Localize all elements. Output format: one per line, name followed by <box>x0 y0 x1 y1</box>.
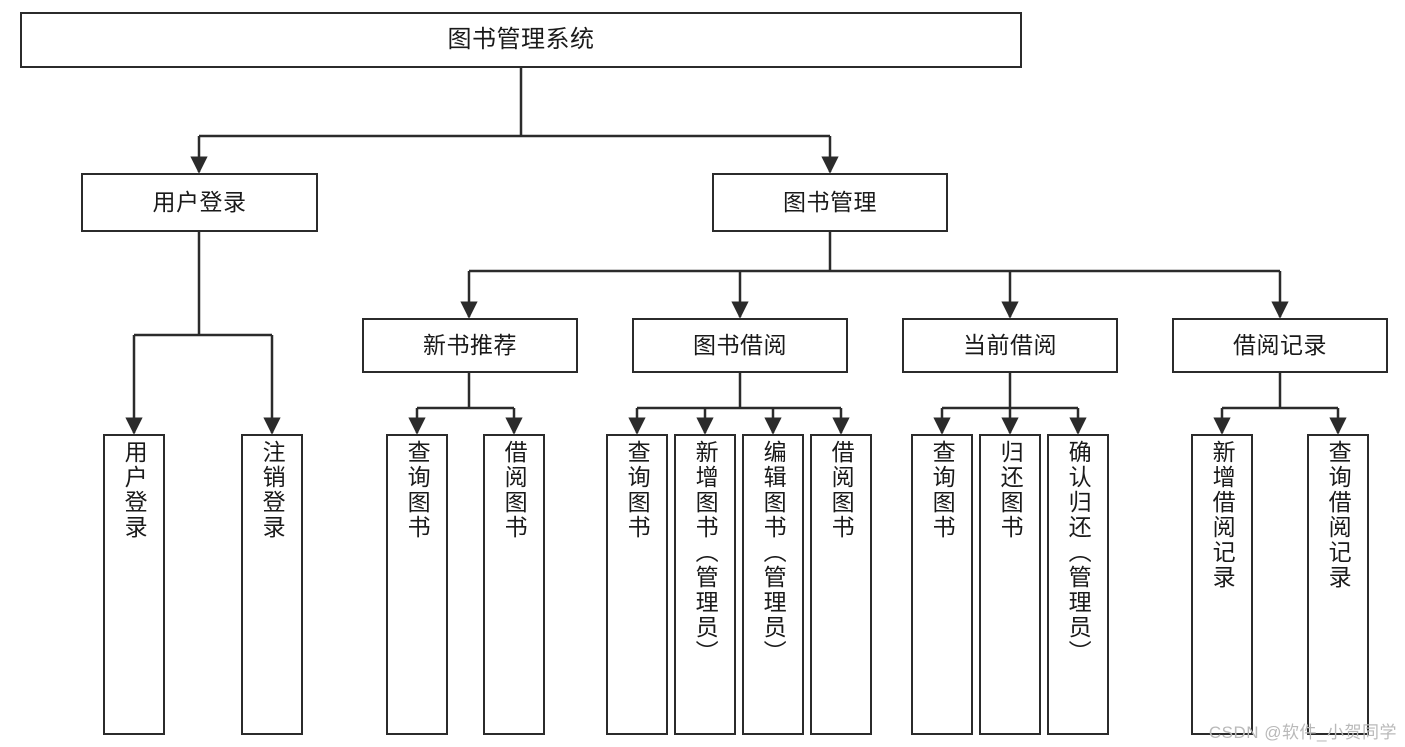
node-label: 新增图书（管理员） <box>692 440 719 665</box>
node-leaf-logout[interactable]: 注销登录 <box>241 434 303 735</box>
node-leaf-confirm-return-admin[interactable]: 确认归还（管理员） <box>1047 434 1109 735</box>
node-label: 归还图书 <box>997 440 1024 540</box>
node-label: 查询图书 <box>404 440 431 540</box>
node-label: 借阅图书 <box>828 440 855 540</box>
node-label: 新书推荐 <box>423 331 517 358</box>
node-borrow-records[interactable]: 借阅记录 <box>1172 318 1388 373</box>
node-leaf-add-borrow-record[interactable]: 新增借阅记录 <box>1191 434 1253 735</box>
node-current-borrow[interactable]: 当前借阅 <box>902 318 1118 373</box>
node-leaf-query-borrow-record[interactable]: 查询借阅记录 <box>1307 434 1369 735</box>
node-book-management[interactable]: 图书管理 <box>712 173 948 232</box>
node-leaf-user-login[interactable]: 用户登录 <box>103 434 165 735</box>
node-label: 注销登录 <box>259 440 286 540</box>
node-leaf-return-book[interactable]: 归还图书 <box>979 434 1041 735</box>
node-leaf-query-book-borrow[interactable]: 查询图书 <box>606 434 668 735</box>
node-new-book-recommend[interactable]: 新书推荐 <box>362 318 578 373</box>
node-leaf-query-book-recommend[interactable]: 查询图书 <box>386 434 448 735</box>
node-user-login[interactable]: 用户登录 <box>81 173 318 232</box>
node-label: 查询图书 <box>624 440 651 540</box>
node-label: 查询借阅记录 <box>1325 440 1352 590</box>
node-label: 图书管理 <box>783 188 877 215</box>
node-leaf-query-book-current[interactable]: 查询图书 <box>911 434 973 735</box>
node-book-borrow[interactable]: 图书借阅 <box>632 318 848 373</box>
watermark: CSDN @软件_小贺同学 <box>1208 723 1397 742</box>
node-label: 图书借阅 <box>693 331 787 358</box>
node-leaf-borrow-book-recommend[interactable]: 借阅图书 <box>483 434 545 735</box>
node-label: 编辑图书（管理员） <box>760 440 787 665</box>
node-label: 确认归还（管理员） <box>1065 440 1092 665</box>
node-leaf-lend-book[interactable]: 借阅图书 <box>810 434 872 735</box>
node-label: 图书管理系统 <box>447 25 595 53</box>
node-label: 借阅记录 <box>1233 331 1327 358</box>
node-label: 查询图书 <box>929 440 956 540</box>
node-root-book-management-system[interactable]: 图书管理系统 <box>20 12 1022 68</box>
node-label: 当前借阅 <box>963 331 1057 358</box>
node-leaf-edit-book-admin[interactable]: 编辑图书（管理员） <box>742 434 804 735</box>
node-label: 新增借阅记录 <box>1209 440 1236 590</box>
node-leaf-add-book-admin[interactable]: 新增图书（管理员） <box>674 434 736 735</box>
node-label: 借阅图书 <box>501 440 528 540</box>
node-label: 用户登录 <box>121 440 148 540</box>
node-label: 用户登录 <box>152 188 247 215</box>
